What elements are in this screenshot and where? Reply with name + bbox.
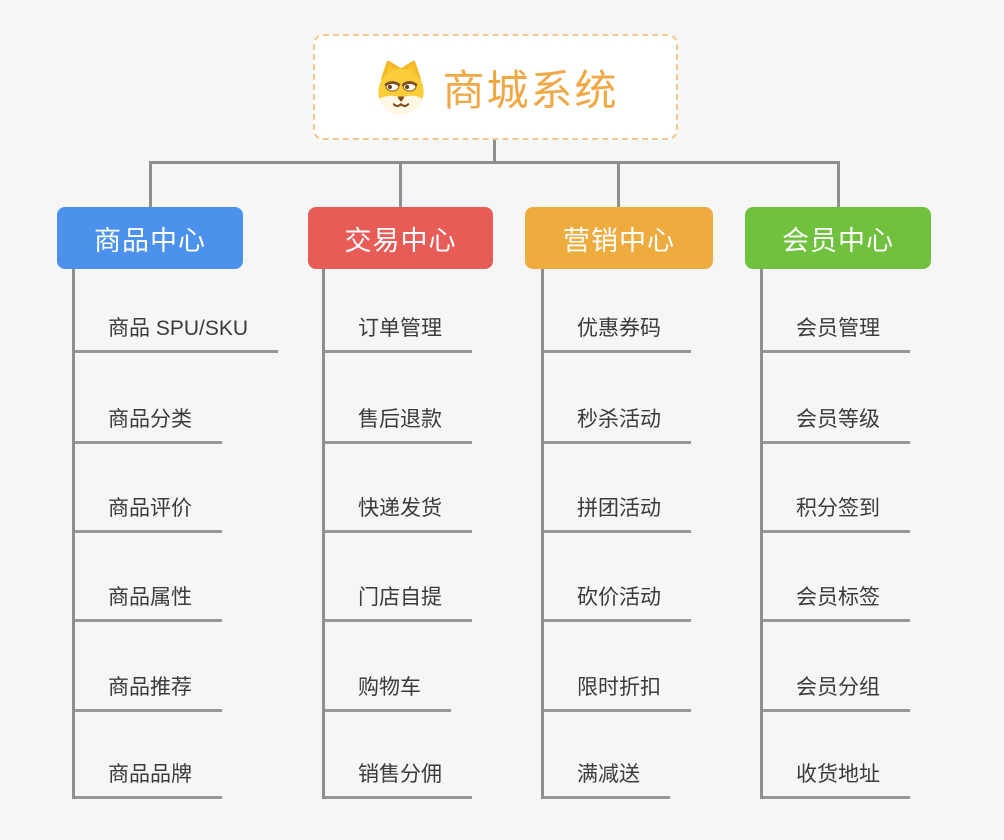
connector-stub-member [837, 161, 840, 207]
leaf-node[interactable]: 门店自提 [325, 585, 472, 622]
leaf-node[interactable]: 会员分组 [763, 675, 910, 712]
leaf-node[interactable]: 秒杀活动 [544, 407, 691, 444]
leaf-node[interactable]: 优惠券码 [544, 316, 691, 353]
connector-spine-marketing [541, 269, 544, 799]
connector-spine-product [72, 269, 75, 799]
leaf-node[interactable]: 会员标签 [763, 585, 910, 622]
leaf-node[interactable]: 商品分类 [75, 407, 222, 444]
leaf-node[interactable]: 商品推荐 [75, 675, 222, 712]
branch-node-product[interactable]: 商品中心 [57, 207, 243, 269]
connector-horizontal-bus [149, 161, 840, 164]
leaf-node[interactable]: 会员等级 [763, 407, 910, 444]
leaf-node[interactable]: 商品 SPU/SKU [75, 316, 279, 353]
leaf-node[interactable]: 砍价活动 [544, 585, 691, 622]
branch-label: 营销中心 [563, 225, 675, 256]
branch-label: 商品中心 [94, 225, 206, 256]
connector-stub-product [149, 161, 152, 207]
leaf-node[interactable]: 拼团活动 [544, 496, 691, 533]
connector-stub-marketing [617, 161, 620, 207]
root-node[interactable]: 商城系统 [313, 34, 678, 140]
shiba-dog-icon [378, 60, 425, 115]
leaf-node[interactable]: 购物车 [325, 675, 451, 712]
leaf-node[interactable]: 积分签到 [763, 496, 910, 533]
leaf-node[interactable]: 限时折扣 [544, 675, 691, 712]
branch-label: 交易中心 [344, 225, 457, 256]
leaf-node[interactable]: 收货地址 [763, 762, 910, 799]
leaf-node[interactable]: 满减送 [544, 762, 670, 799]
connector-root-stem [493, 140, 496, 164]
leaf-node[interactable]: 订单管理 [325, 316, 472, 353]
connector-stub-trade [399, 161, 402, 207]
connector-spine-trade [322, 269, 325, 799]
connector-spine-member [760, 269, 763, 799]
leaf-node[interactable]: 商品品牌 [75, 762, 222, 799]
leaf-node[interactable]: 会员管理 [763, 316, 910, 353]
leaf-node[interactable]: 商品评价 [75, 496, 222, 533]
leaf-node[interactable]: 售后退款 [325, 407, 472, 444]
leaf-node[interactable]: 销售分佣 [325, 762, 472, 799]
leaf-node[interactable]: 商品属性 [75, 585, 222, 622]
branch-node-marketing[interactable]: 营销中心 [525, 207, 713, 269]
branch-node-trade[interactable]: 交易中心 [308, 207, 493, 269]
branch-label: 会员中心 [782, 225, 894, 256]
leaf-node[interactable]: 快递发货 [325, 496, 472, 533]
branch-node-member[interactable]: 会员中心 [745, 207, 931, 269]
root-label: 商城系统 [442, 66, 619, 114]
